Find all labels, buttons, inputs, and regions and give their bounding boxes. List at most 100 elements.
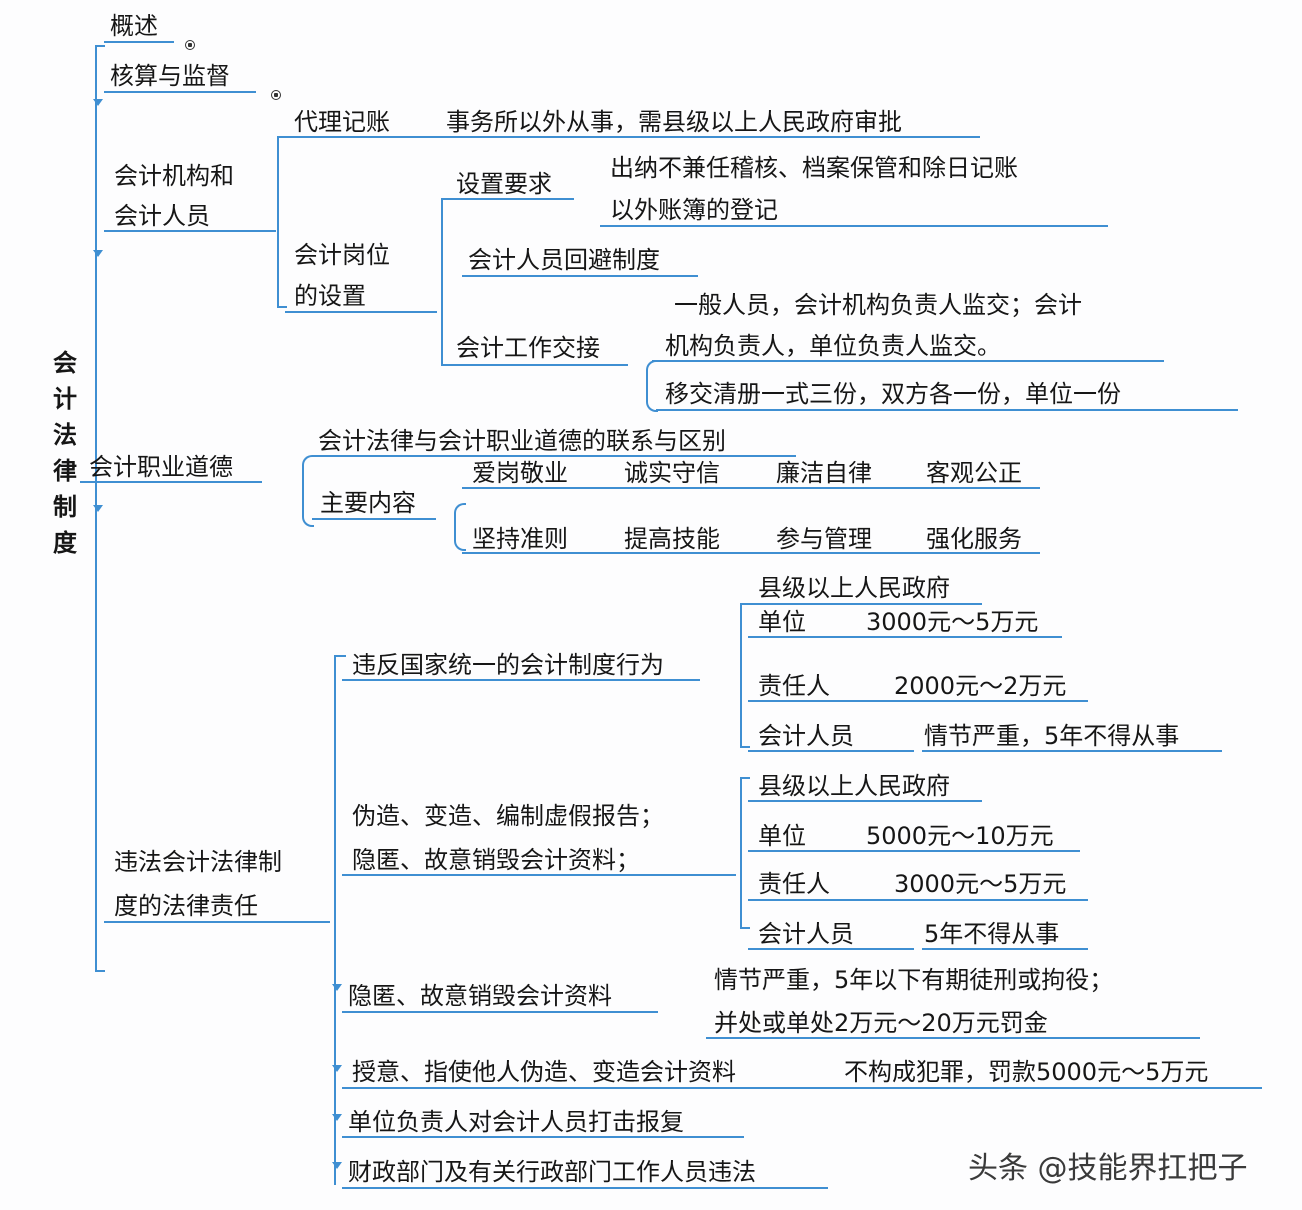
agency-detail[interactable]: 事务所以外从事，需县级以上人民政府审批 bbox=[446, 108, 902, 136]
underline bbox=[922, 948, 1088, 950]
underline bbox=[290, 136, 980, 138]
root-char: 律 bbox=[53, 457, 77, 485]
connector-cap bbox=[441, 364, 451, 366]
penalty-unit-value[interactable]: 3000元～5万元 bbox=[866, 608, 1039, 636]
node-institutions-line2[interactable]: 会计人员 bbox=[114, 202, 210, 230]
penalty-unit-label[interactable]: 单位 bbox=[758, 608, 806, 636]
root-char: 法 bbox=[53, 421, 77, 449]
node-forgery-line1[interactable]: 伪造、变造、编制虚假报告； bbox=[352, 802, 664, 830]
virtue-item[interactable]: 强化服务 bbox=[926, 525, 1022, 553]
underline bbox=[748, 603, 982, 605]
concealment-detail-2[interactable]: 并处或单处2万元～20万元罚金 bbox=[714, 1009, 1048, 1037]
node-liability-line2[interactable]: 度的法律责任 bbox=[114, 892, 258, 920]
underline bbox=[748, 700, 1088, 702]
node-accounting-supervision[interactable]: 核算与监督 bbox=[110, 62, 230, 90]
penalty-accountant-value[interactable]: 5年不得从事 bbox=[924, 920, 1060, 948]
node-agency-bookkeeping[interactable]: 代理记账 bbox=[294, 108, 390, 136]
virtue-item[interactable]: 提高技能 bbox=[624, 525, 720, 553]
connector-cap bbox=[740, 603, 750, 605]
note-icon[interactable] bbox=[271, 90, 281, 100]
underline bbox=[342, 1087, 1262, 1089]
underline bbox=[462, 552, 1040, 554]
watermark: 头条 @技能界扛把子 bbox=[968, 1151, 1248, 1186]
underline bbox=[312, 518, 436, 520]
penalty-responsible-label[interactable]: 责任人 bbox=[758, 672, 830, 700]
node-ethics[interactable]: 会计职业道德 bbox=[89, 453, 233, 481]
node-post-setting-line1[interactable]: 会计岗位 bbox=[294, 241, 390, 269]
authority-label[interactable]: 县级以上人民政府 bbox=[758, 574, 950, 602]
underline bbox=[342, 1011, 658, 1013]
underline bbox=[104, 230, 276, 232]
underline bbox=[656, 409, 1238, 411]
penalty-unit-value[interactable]: 5000元～10万元 bbox=[866, 822, 1054, 850]
node-officials[interactable]: 财政部门及有关行政部门工作人员违法 bbox=[348, 1158, 756, 1186]
node-retaliation[interactable]: 单位负责人对会计人员打击报复 bbox=[348, 1108, 684, 1136]
spine-arrow bbox=[93, 505, 103, 512]
requirements-detail-2[interactable]: 以外账簿的登记 bbox=[610, 196, 778, 224]
node-forgery-line2[interactable]: 隐匿、故意销毁会计资料； bbox=[352, 846, 640, 874]
node-ethics-relation[interactable]: 会计法律与会计职业道德的联系与区别 bbox=[318, 427, 726, 455]
node-liability-line1[interactable]: 违法会计法律制 bbox=[114, 848, 282, 876]
handover-detail-a2[interactable]: 机构负责人，单位负责人监交。 bbox=[665, 332, 1001, 360]
requirements-detail-1[interactable]: 出纳不兼任稽核、档案保管和除日记账 bbox=[610, 154, 1018, 182]
connector-cap bbox=[740, 746, 750, 748]
spine-cap-top bbox=[95, 45, 105, 47]
instigation-detail[interactable]: 不构成犯罪，罚款5000元～5万元 bbox=[844, 1058, 1209, 1086]
penalty-accountant-label[interactable]: 会计人员 bbox=[758, 920, 854, 948]
penalty-accountant-label[interactable]: 会计人员 bbox=[758, 722, 854, 750]
underline bbox=[104, 41, 174, 43]
virtue-item[interactable]: 参与管理 bbox=[776, 525, 872, 553]
penalty-responsible-value[interactable]: 3000元～5万元 bbox=[894, 870, 1067, 898]
virtue-item[interactable]: 廉洁自律 bbox=[776, 459, 872, 487]
connector-cap bbox=[740, 927, 750, 929]
underline bbox=[312, 455, 796, 457]
underline bbox=[342, 874, 736, 876]
node-overview[interactable]: 概述 bbox=[110, 12, 158, 40]
virtue-item[interactable]: 诚实守信 bbox=[624, 459, 720, 487]
note-icon[interactable] bbox=[185, 40, 195, 50]
concealment-detail-1[interactable]: 情节严重，5年以下有期徒刑或拘役； bbox=[714, 966, 1114, 994]
connector bbox=[334, 655, 336, 1185]
virtue-item[interactable]: 客观公正 bbox=[926, 459, 1022, 487]
underline bbox=[748, 636, 1062, 638]
underline bbox=[342, 1187, 828, 1189]
node-instigation[interactable]: 授意、指使他人伪造、变造会计资料 bbox=[352, 1058, 736, 1086]
penalty-accountant-value[interactable]: 情节严重，5年不得从事 bbox=[924, 722, 1180, 750]
underline bbox=[342, 679, 700, 681]
root-char: 度 bbox=[53, 529, 77, 557]
penalty-unit-label[interactable]: 单位 bbox=[758, 822, 806, 850]
underline bbox=[748, 800, 982, 802]
penalty-responsible-label[interactable]: 责任人 bbox=[758, 870, 830, 898]
authority-label[interactable]: 县级以上人民政府 bbox=[758, 772, 950, 800]
connector-cap bbox=[277, 136, 293, 138]
node-concealment[interactable]: 隐匿、故意销毁会计资料 bbox=[348, 982, 612, 1010]
node-main-content[interactable]: 主要内容 bbox=[320, 489, 416, 517]
connector-arrow bbox=[332, 1162, 342, 1169]
root-title: 会 计 法 律 制 度 bbox=[50, 345, 80, 561]
connector-cap bbox=[277, 306, 287, 308]
node-post-setting-line2[interactable]: 的设置 bbox=[294, 282, 366, 310]
handover-detail-a1[interactable]: 一般人员，会计机构负责人监交；会计 bbox=[674, 291, 1082, 319]
root-char: 计 bbox=[53, 385, 77, 413]
underline bbox=[285, 311, 437, 313]
connector bbox=[441, 198, 443, 366]
penalty-responsible-value[interactable]: 2000元～2万元 bbox=[894, 672, 1067, 700]
root-char: 会 bbox=[53, 349, 77, 377]
underline bbox=[342, 1136, 744, 1138]
virtue-item[interactable]: 坚持准则 bbox=[472, 525, 568, 553]
underline bbox=[462, 275, 698, 277]
node-institutions-line1[interactable]: 会计机构和 bbox=[114, 162, 234, 190]
handover-detail-b[interactable]: 移交清册一式三份，双方各一份，单位一份 bbox=[665, 380, 1121, 408]
node-avoidance[interactable]: 会计人员回避制度 bbox=[468, 246, 660, 274]
node-handover[interactable]: 会计工作交接 bbox=[456, 334, 600, 362]
spine-cap-bottom bbox=[95, 970, 105, 972]
root-char: 制 bbox=[53, 493, 77, 521]
node-setup-requirements[interactable]: 设置要求 bbox=[456, 170, 552, 198]
underline bbox=[706, 1037, 1200, 1039]
underline bbox=[462, 487, 1040, 489]
underline bbox=[748, 899, 1088, 901]
underline bbox=[448, 364, 628, 366]
node-violation-unified[interactable]: 违反国家统一的会计制度行为 bbox=[352, 651, 664, 679]
virtue-item[interactable]: 爱岗敬业 bbox=[472, 459, 568, 487]
connector-brace bbox=[454, 503, 466, 551]
